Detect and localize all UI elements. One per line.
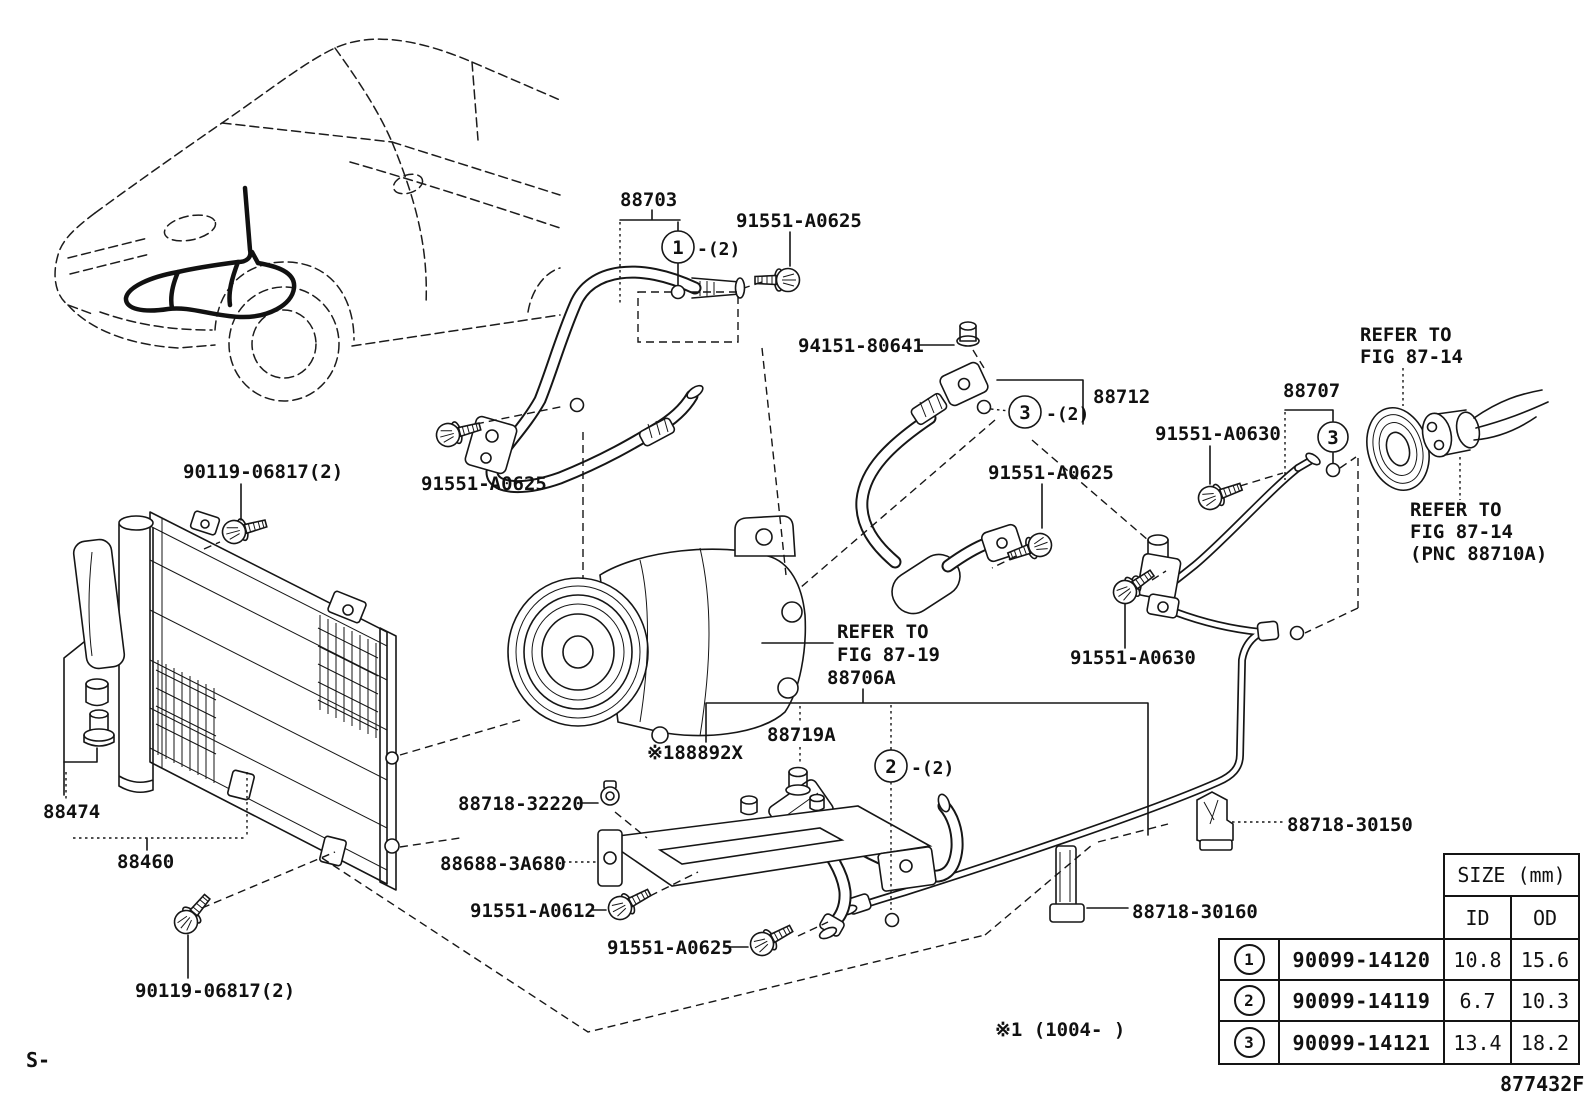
callout-3-right: 3 — [1327, 427, 1338, 449]
size-row-3-od: 18.2 — [1510, 1020, 1580, 1065]
size-row-1-no: 1 — [1218, 938, 1280, 981]
size-row-3-no: 3 — [1218, 1020, 1280, 1065]
part-label-91551-A0625-left: 91551-A0625 — [421, 473, 547, 495]
circled-1: 1 — [1233, 944, 1265, 975]
part-label-88460: 88460 — [117, 851, 174, 873]
corner-code: S- — [26, 1048, 51, 1072]
ref-fig-87-14b-line1: REFER TO — [1410, 499, 1502, 521]
part-label-88703: 88703 — [620, 189, 677, 211]
part-labels: 88703 91551-A0625 94151-80641 88712 9155… — [43, 189, 1547, 1041]
figure-code: 877432F — [1500, 1072, 1585, 1096]
clip-88718-30150 — [1196, 791, 1234, 851]
circled-3: 3 — [1233, 1027, 1265, 1058]
construction-lines — [201, 222, 1359, 1033]
part-label-88474: 88474 — [43, 801, 100, 823]
part-label-91551-A0612: 91551-A0612 — [470, 900, 596, 922]
size-row-2-part: 90099-14119 — [1278, 979, 1445, 1022]
part-label-91551-A0625-top: 91551-A0625 — [736, 210, 862, 232]
size-row-2-id: 6.7 — [1443, 979, 1512, 1022]
bracket-88718-30160 — [1049, 845, 1085, 923]
part-label-88718-30150: 88718-30150 — [1287, 814, 1413, 836]
clip-88718-32220 — [600, 780, 620, 806]
car-outline — [54, 38, 561, 402]
bracket-88688-3A680 — [597, 805, 937, 892]
callout-1-qty: -(2) — [697, 239, 740, 260]
ref-fig-87-14-line2: FIG 87-14 — [1360, 346, 1463, 368]
size-row-2-od: 10.3 — [1510, 979, 1580, 1022]
part-label-88707: 88707 — [1283, 380, 1340, 402]
part-label-90119-06817-top: 90119-06817(2) — [183, 461, 343, 483]
part-label-91551-A0630-bottom: 91551-A0630 — [1070, 647, 1196, 669]
callout-3-top: 3 — [1019, 402, 1030, 424]
part-label-91551-A0625-mid: 91551-A0625 — [988, 462, 1114, 484]
condenser-drawing — [63, 510, 400, 891]
size-table-title: SIZE (mm) — [1443, 853, 1580, 897]
size-row-2-no: 2 — [1218, 979, 1280, 1022]
circled-2: 2 — [1233, 985, 1265, 1016]
part-label-88718-32220: 88718-32220 — [458, 793, 584, 815]
size-row-1-id: 10.8 — [1443, 938, 1512, 981]
part-label-91551-A0625-bottom: 91551-A0625 — [607, 937, 733, 959]
note-asterisk1: ※1 (1004- ) — [995, 1019, 1125, 1041]
part-label-88719A: 88719A — [767, 724, 836, 746]
callout-1: 1 — [672, 237, 683, 259]
seal-and-connector — [1366, 389, 1549, 492]
part-label-88718-30160: 88718-30160 — [1132, 901, 1258, 923]
part-label-88712: 88712 — [1093, 386, 1150, 408]
hose-88703 — [464, 265, 746, 494]
compressor-drawing — [507, 515, 807, 744]
part-label-88688-3A680: 88688-3A680 — [440, 853, 566, 875]
leader-lines — [187, 209, 1461, 979]
part-label-94151-80641: 94151-80641 — [798, 335, 924, 357]
part-label-91551-A0630-top: 91551-A0630 — [1155, 423, 1281, 445]
ref-fig-87-14-line1: REFER TO — [1360, 324, 1452, 346]
part-label-88892X: ※188892X — [647, 742, 744, 764]
ref-fig-87-14b-line2: FIG 87-14 — [1410, 521, 1513, 543]
size-row-3-part: 90099-14121 — [1278, 1020, 1445, 1065]
size-table-col-od: OD — [1510, 895, 1580, 940]
part-label-90119-06817-bottom: 90119-06817(2) — [135, 980, 295, 1002]
size-table: SIZE (mm) ID OD 1 90099-14120 10.8 15.6 … — [1218, 853, 1582, 1067]
size-row-3-id: 13.4 — [1443, 1020, 1512, 1065]
size-row-1-part: 90099-14120 — [1278, 938, 1445, 981]
callout-2: 2 — [885, 756, 896, 778]
part-label-88706A: 88706A — [827, 667, 896, 689]
hose-88712 — [855, 321, 1023, 615]
ref-fig-87-14b-line3: (PNC 88710A) — [1410, 543, 1547, 565]
ref-fig-87-19-line2: FIG 87-19 — [837, 644, 940, 666]
size-table-col-id: ID — [1443, 895, 1512, 940]
callout-2-qty: -(2) — [911, 758, 954, 779]
ref-fig-87-19-line1: REFER TO — [837, 621, 929, 643]
callout-3-top-qty: -(2) — [1046, 404, 1089, 425]
size-row-1-od: 15.6 — [1510, 938, 1580, 981]
